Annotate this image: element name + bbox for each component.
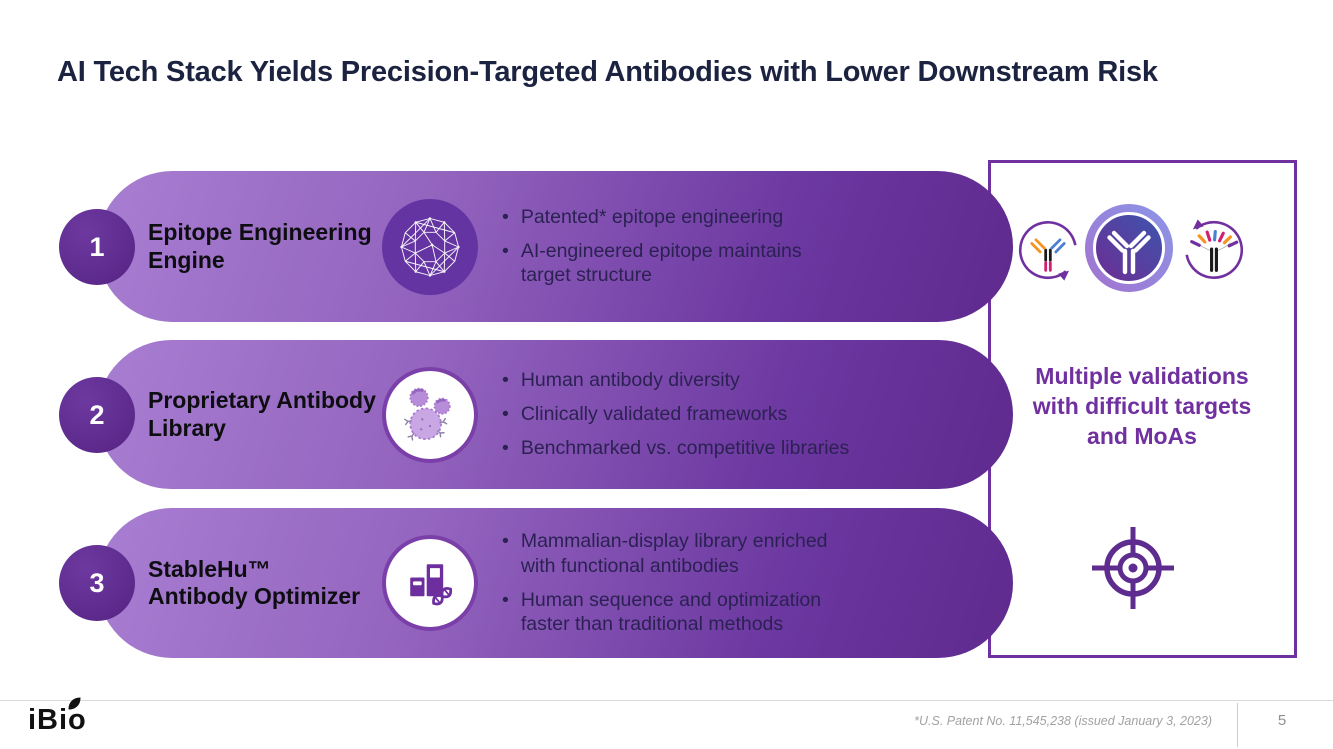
bullet-marker: •: [502, 239, 509, 262]
target-icon: [1091, 526, 1175, 610]
slide-title: AI Tech Stack Yields Precision-Targeted …: [57, 56, 1158, 88]
validation-panel: Multiple validations with difficult targ…: [988, 160, 1297, 658]
antibody-cycle-right-icon: [1177, 213, 1251, 287]
step-title-line: Library: [148, 414, 226, 441]
antibody-cycle-left-icon: [1011, 213, 1085, 287]
step-title-line: StableHu™: [148, 555, 271, 582]
patent-note: *U.S. Patent No. 11,545,238 (issued Janu…: [914, 714, 1212, 728]
page-number: 5: [1277, 712, 1287, 729]
step-number-badge-2: 2: [59, 377, 135, 453]
bullet-text: Mammalian-display library enriched with …: [520, 530, 828, 577]
antibody-badge-icon: [1085, 204, 1173, 292]
ibio-logo: iBio: [28, 697, 118, 746]
step-title-line: Proprietary Antibody: [148, 387, 376, 414]
bullet-text: Benchmarked vs. competitive libraries: [520, 436, 850, 459]
validation-heading: Multiple validations with difficult targ…: [1032, 363, 1252, 449]
bullet-item: • Mammalian-display library enriched with…: [502, 529, 957, 579]
antibody-cells-icon: [382, 367, 478, 463]
bullet-item: • Benchmarked vs. competitive libraries: [502, 436, 957, 461]
network-sphere-icon: [382, 199, 478, 295]
step-title-line: Antibody Optimizer: [148, 583, 361, 609]
step-title-3: StableHu™ Antibody Optimizer: [148, 508, 392, 658]
step-bar-1: [97, 171, 1013, 322]
step-number: 2: [89, 399, 105, 430]
step-bar-3: [97, 508, 1013, 658]
step-title-line: Engine: [148, 246, 225, 273]
step-bullets-2: • Human antibody diversity • Clinically va…: [502, 340, 957, 489]
bullet-item: • Human sequence and optimization faster …: [502, 588, 957, 638]
bullet-marker: •: [502, 403, 509, 426]
step-bullets-1: • Patented* epitope engineering • AI-engin…: [502, 171, 957, 322]
step-bullets-3: • Mammalian-display library enriched with…: [502, 508, 957, 658]
step-number: 3: [89, 567, 105, 598]
bullet-text: AI-engineered epitope maintains target s…: [520, 239, 802, 287]
dna-optimizer-icon: [382, 535, 478, 631]
bullet-text: Human antibody diversity: [520, 369, 740, 392]
bullet-item: • Clinically validated frameworks: [502, 402, 957, 427]
bullet-item: • Patented* epitope engineering: [502, 205, 957, 230]
bullet-text: Clinically validated frameworks: [520, 403, 788, 426]
bullet-item: • AI-engineered epitope maintains target …: [502, 239, 957, 289]
step-bar-2: [97, 340, 1013, 489]
step-title-1: Epitope Engineering Engine: [148, 171, 392, 322]
bullet-text: Patented* epitope engineering: [520, 205, 784, 228]
step-number-badge-3: 3: [59, 545, 135, 621]
step-title-line: Epitope Engineering: [148, 219, 372, 246]
page-number-divider: [1237, 703, 1238, 747]
bullet-marker: •: [502, 369, 509, 392]
bullet-text: Human sequence and optimization faster t…: [520, 588, 822, 636]
step-number: 1: [89, 231, 105, 262]
bullet-marker: •: [502, 588, 509, 611]
bullet-marker: •: [502, 205, 509, 228]
leaf-icon: [66, 697, 82, 711]
step-title-2: Proprietary Antibody Library: [148, 340, 392, 489]
bullet-marker: •: [502, 436, 509, 459]
bullet-marker: •: [502, 530, 509, 552]
bullet-item: • Human antibody diversity: [502, 368, 957, 393]
ibio-logo-text: iBio: [28, 704, 87, 736]
step-number-badge-1: 1: [59, 209, 135, 285]
footer-divider-line: [0, 700, 1333, 701]
